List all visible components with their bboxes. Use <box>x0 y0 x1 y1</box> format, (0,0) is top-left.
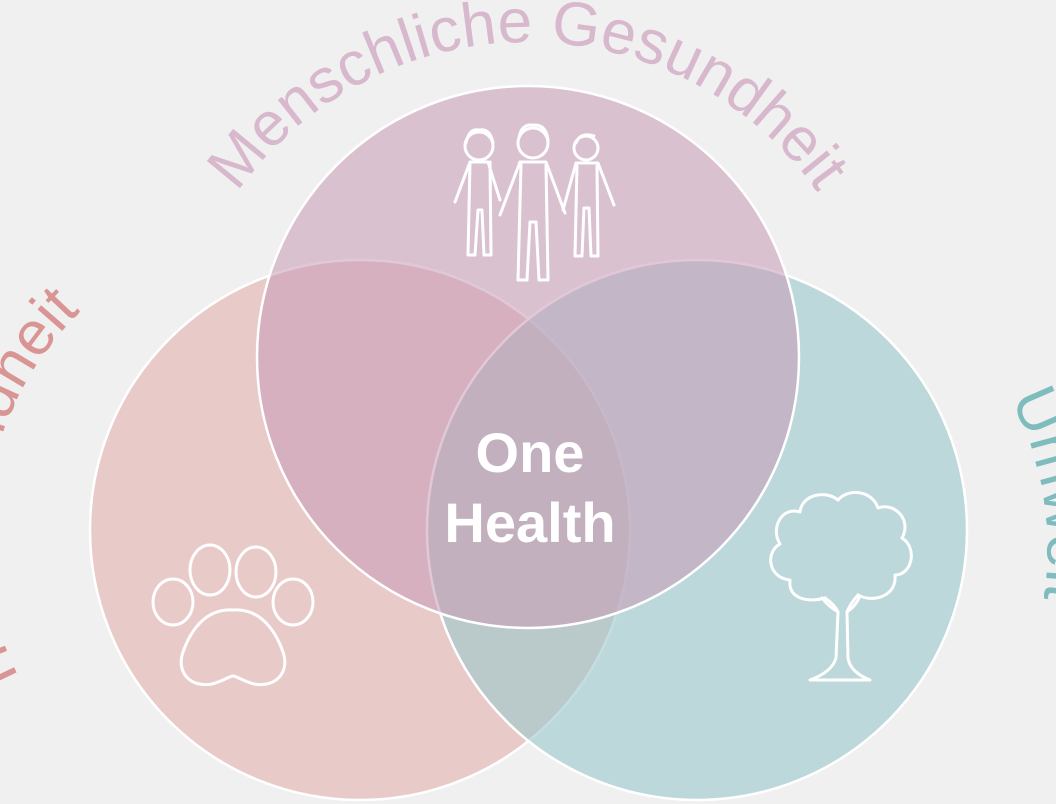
paw-icon <box>151 543 315 687</box>
one-health-title-line1: One <box>476 421 585 484</box>
one-health-title-line2: Health <box>444 491 615 554</box>
environment-label: Umwelt <box>998 376 1056 606</box>
human-health-circle <box>255 84 801 630</box>
people-icon <box>453 123 616 282</box>
tree-icon <box>769 491 913 682</box>
animal-health-label: Tiergesundheit <box>0 273 91 711</box>
